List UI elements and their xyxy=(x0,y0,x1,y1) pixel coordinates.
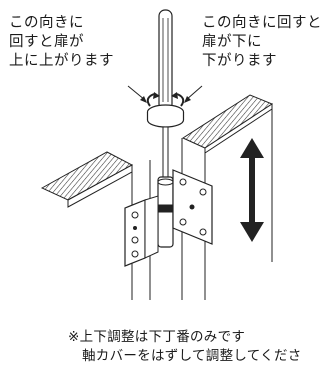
up-down-arrow-icon xyxy=(240,138,264,242)
pointer-lines xyxy=(127,85,203,103)
adjustment-note: ※上下調整は下丁番のみです 軸カバーをはずして調整してくださ xyxy=(68,328,302,366)
label-turn-lower: この向きに回すと 扉が下に 下がります xyxy=(202,14,322,71)
label-line: 下がります xyxy=(202,53,277,69)
label-line: 扉が下に xyxy=(202,34,262,50)
door-top-edge xyxy=(181,94,274,300)
label-line: この向きに xyxy=(9,15,84,31)
label-line: 回すと扉が xyxy=(9,34,84,50)
label-line: 上に上がります xyxy=(9,53,114,69)
hinge xyxy=(124,169,213,300)
cabinet-left-edge xyxy=(40,151,134,208)
label-turn-raise: この向きに 回すと扉が 上に上がります xyxy=(9,14,114,71)
label-line: この向きに回すと xyxy=(202,15,322,31)
note-line: 軸カバーをはずして調整してくださ xyxy=(82,348,302,364)
rotate-arrows-icon xyxy=(146,92,185,107)
note-line: ※上下調整は下丁番のみです xyxy=(68,329,246,345)
